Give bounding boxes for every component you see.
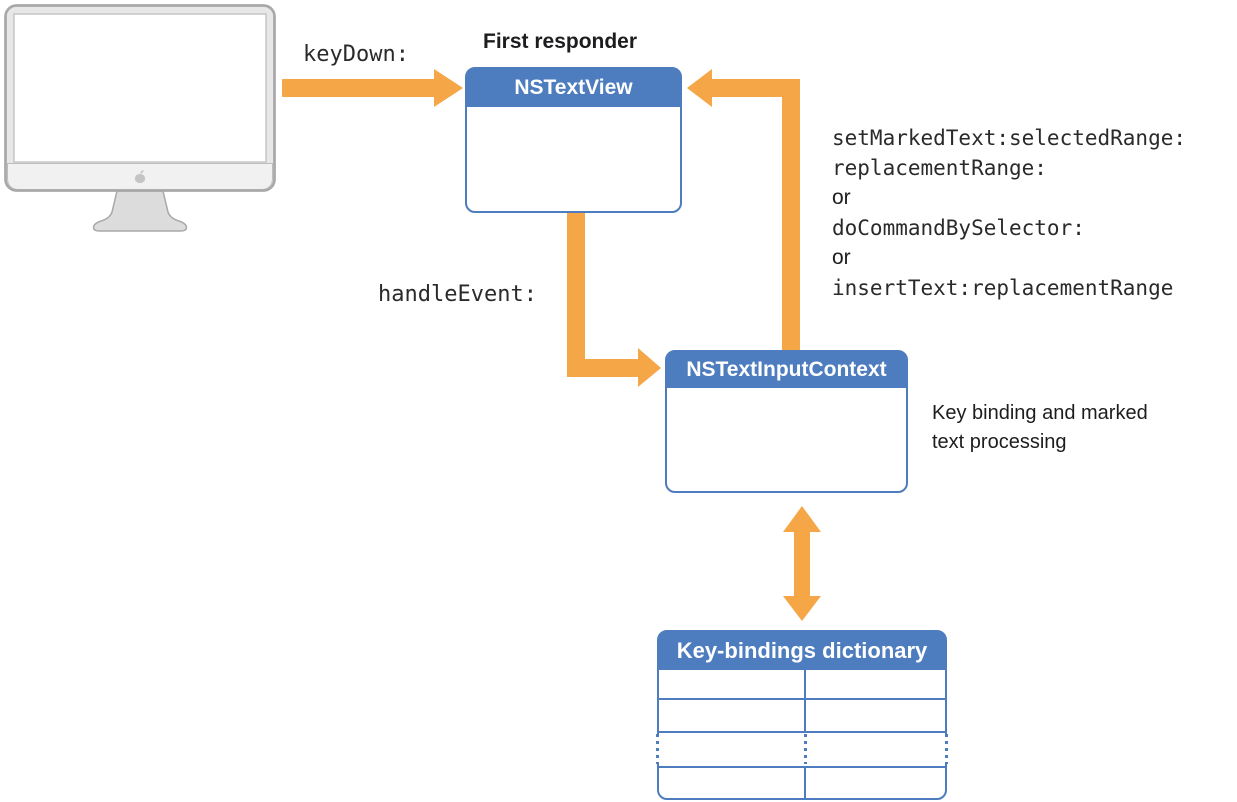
table-row-separator	[659, 698, 945, 700]
dictionary-double-arrow	[783, 506, 821, 621]
table-row-separator	[659, 731, 945, 733]
caption-line: Key binding and marked	[932, 402, 1148, 424]
callback-line: doCommandBySelector:	[832, 216, 1085, 240]
nstextview-title: NSTextView	[467, 69, 680, 107]
callback-arrow	[687, 69, 800, 350]
keydown-arrow	[282, 69, 463, 107]
keydown-label: keyDown:	[303, 42, 409, 67]
first-responder-label: First responder	[483, 30, 638, 53]
computer-monitor-icon	[4, 4, 276, 232]
caption-line: text processing	[932, 431, 1067, 453]
callback-line: setMarkedText:selectedRange:	[832, 126, 1187, 150]
node-nstextview: NSTextView	[465, 67, 682, 213]
callback-methods-label: setMarkedText:selectedRange: replacement…	[832, 123, 1186, 303]
inputcontext-caption: Key binding and marked text processing	[932, 399, 1148, 457]
callback-line: or	[832, 246, 851, 269]
table-column-divider-dotted	[804, 734, 807, 764]
node-keybindings-dictionary: Key-bindings dictionary	[655, 630, 949, 800]
callback-line: replacementRange:	[832, 156, 1047, 180]
keybindings-title: Key-bindings dictionary	[659, 632, 945, 670]
callback-line: insertText:replacementRange	[832, 276, 1174, 300]
node-nstextinputcontext: NSTextInputContext	[665, 350, 908, 493]
table-column-divider	[804, 670, 806, 731]
table-row-separator	[659, 766, 945, 768]
handleevent-arrow	[567, 213, 661, 387]
handleevent-label: handleEvent:	[378, 282, 537, 307]
table-column-divider	[804, 768, 806, 798]
nstextinputcontext-title: NSTextInputContext	[667, 352, 906, 388]
callback-line: or	[832, 186, 851, 209]
table-right-border-dotted	[945, 734, 948, 764]
table-left-border-dotted	[656, 734, 659, 764]
apple-logo-icon	[134, 170, 146, 184]
